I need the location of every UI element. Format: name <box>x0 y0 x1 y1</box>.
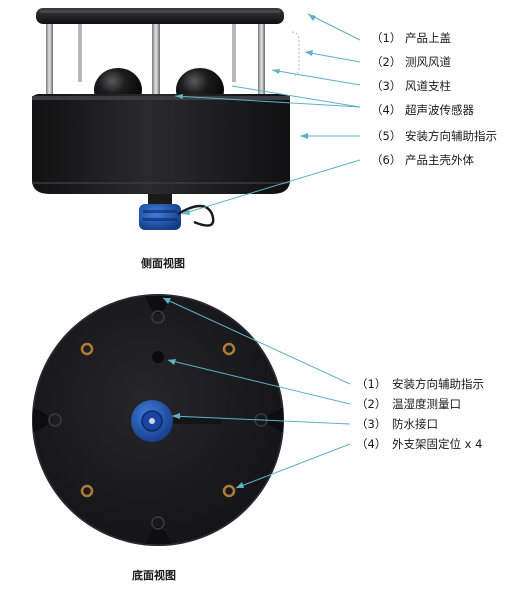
screw-bottom-right <box>222 484 236 498</box>
bottom-label-4-text: 外支架固定位 x 4 <box>392 437 483 451</box>
arrow-side-3 <box>272 69 280 74</box>
shell-rim <box>32 96 290 100</box>
leader-side-4 <box>231 85 361 108</box>
leader-side-4b <box>174 95 361 108</box>
side-leader-arrows <box>175 14 316 215</box>
arrow-bottom-3 <box>172 413 180 419</box>
side-label-1-number: （1） <box>371 31 402 45</box>
side-view <box>32 8 290 230</box>
notch-ring-left <box>48 413 62 427</box>
humidity-port <box>152 351 164 363</box>
notch-right <box>266 408 283 432</box>
connector-ridge-1 <box>143 210 177 213</box>
screw-bottom-left <box>80 484 94 498</box>
arrow-bottom-4 <box>236 482 244 488</box>
screw-top-right <box>222 342 236 356</box>
side-label-2-text: 测风风道 <box>405 55 451 69</box>
connector-neck <box>148 194 172 204</box>
bottom-leaders <box>162 297 351 489</box>
side-label-4-number: （4） <box>371 103 402 117</box>
leader-bottom-1 <box>162 297 351 385</box>
side-label-5-number: （5） <box>371 129 402 143</box>
shell-seam <box>32 182 290 184</box>
notch-left <box>33 408 50 432</box>
bottom-label-3-text: 防水接口 <box>392 417 438 431</box>
bottom-leader-arrows <box>163 298 244 488</box>
side-label-6-text: 产品主壳外体 <box>405 153 474 167</box>
bottom-cable <box>160 418 222 424</box>
bottom-view <box>32 294 284 546</box>
connector-ridge-2 <box>143 218 177 221</box>
waterproof-connector-side <box>139 204 181 230</box>
leader-bottom-3 <box>171 415 351 425</box>
side-label-6-number: （6） <box>371 153 402 167</box>
post-back-right <box>232 22 236 82</box>
notch-ring-bottom <box>151 516 165 530</box>
leader-bottom-4 <box>235 443 351 489</box>
side-leaders <box>174 13 361 215</box>
side-label-5-text: 安装方向辅助指示 <box>405 129 497 143</box>
side-label-4-text: 超声波传感器 <box>405 103 474 117</box>
bottom-view-caption: 底面视图 <box>132 569 176 582</box>
arrow-side-1 <box>308 14 316 21</box>
side-label-3-text: 风道支柱 <box>405 79 451 93</box>
bracket-dashed <box>291 31 300 77</box>
leader-side-3 <box>271 69 361 86</box>
arrow-side-2 <box>305 50 313 56</box>
post-left <box>46 20 53 102</box>
bottom-label-3-number: （3） <box>356 417 387 431</box>
side-label-1-text: 产品上盖 <box>405 31 451 45</box>
post-center <box>152 20 160 102</box>
bottom-label-2-number: （2） <box>356 397 387 411</box>
bracket-fix-points <box>80 342 236 498</box>
screw-top-left <box>80 342 94 356</box>
connector-cable-loop <box>177 204 215 227</box>
arrow-bottom-1 <box>163 298 171 304</box>
arrow-side-6 <box>182 209 190 215</box>
arrow-side-5 <box>300 133 308 139</box>
bottom-label-1-number: （1） <box>356 377 387 391</box>
post-back-left <box>78 22 82 82</box>
arrow-bottom-2 <box>168 359 176 365</box>
connector-pin <box>149 418 155 424</box>
leader-bottom-2 <box>167 359 351 405</box>
leader-side-2 <box>304 51 361 63</box>
notch-top <box>145 296 171 313</box>
leader-side-6 <box>181 159 361 215</box>
bottom-label-2-text: 温湿度测量口 <box>392 397 461 411</box>
main-shell <box>32 94 290 194</box>
side-view-caption: 侧面视图 <box>141 257 185 270</box>
notch-bottom <box>145 527 171 544</box>
top-cover-highlight <box>40 10 280 13</box>
bottom-label-4-number: （4） <box>356 437 387 451</box>
side-label-3-number: （3） <box>371 79 402 93</box>
leader-side-1 <box>307 13 361 41</box>
side-label-2-number: （2） <box>371 55 402 69</box>
arrow-side-4 <box>175 94 183 99</box>
notch-ring-top <box>151 310 165 324</box>
post-right <box>258 20 265 102</box>
bottom-label-1-text: 安装方向辅助指示 <box>392 377 484 391</box>
